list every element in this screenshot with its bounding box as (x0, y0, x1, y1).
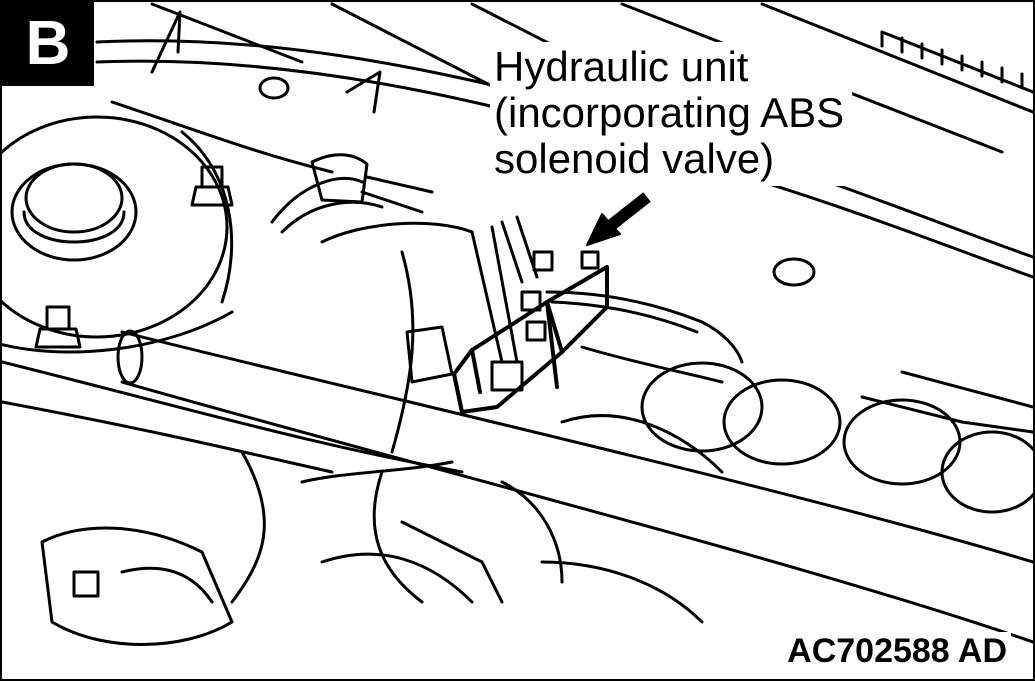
callout-line-2: (incorporating ABS (494, 89, 845, 136)
callout-arrow (586, 192, 651, 246)
strut-mount-nuts (34, 165, 234, 598)
figure-code: AC702588 AD (783, 632, 1011, 671)
hydraulic-unit-callout: Hydraulic unit (incorporating ABS soleno… (490, 42, 853, 186)
view-badge: B (2, 2, 94, 86)
intake-hoses (560, 361, 1033, 514)
brake-lines (230, 176, 744, 604)
callout-line-3: solenoid valve) (494, 135, 775, 182)
wiring-harness (310, 153, 434, 454)
hydraulic-unit-fittings (405, 225, 600, 392)
callout-line-1: Hydraulic unit (494, 43, 749, 90)
view-badge-letter: B (25, 9, 71, 78)
lower-components (40, 480, 704, 646)
crossmember-bar (2, 329, 1033, 644)
strut-tower (2, 115, 234, 354)
hydraulic-unit-body (452, 265, 609, 414)
